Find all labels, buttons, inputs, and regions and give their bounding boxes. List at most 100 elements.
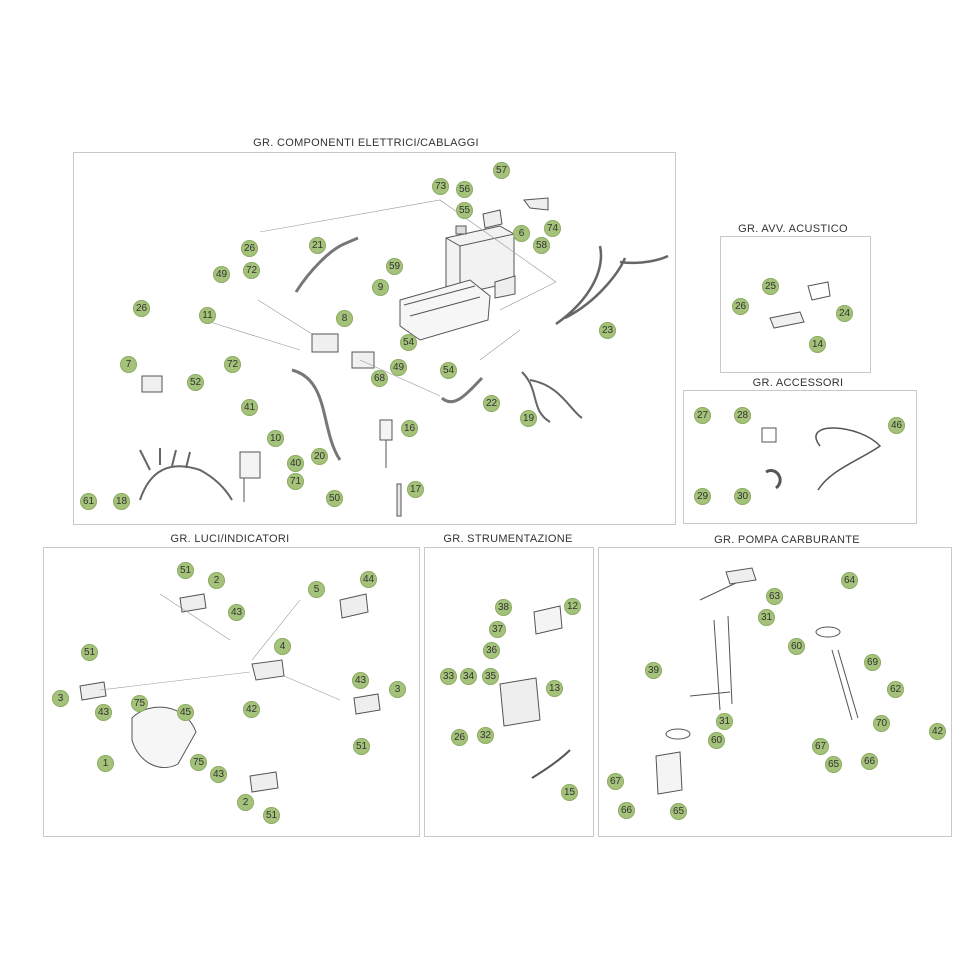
ref-badge[interactable]: 36 — [483, 642, 500, 659]
ref-badge[interactable]: 68 — [371, 370, 388, 387]
ref-badge[interactable]: 55 — [456, 202, 473, 219]
ref-badge[interactable]: 72 — [243, 262, 260, 279]
ref-badge[interactable]: 57 — [493, 162, 510, 179]
ref-badge[interactable]: 14 — [809, 336, 826, 353]
ref-badge[interactable]: 1 — [97, 755, 114, 772]
ref-badge[interactable]: 67 — [812, 738, 829, 755]
ref-badge[interactable]: 59 — [386, 258, 403, 275]
ref-badge[interactable]: 60 — [708, 732, 725, 749]
ref-badge[interactable]: 71 — [287, 473, 304, 490]
ref-badge[interactable]: 26 — [133, 300, 150, 317]
ref-badge[interactable]: 52 — [187, 374, 204, 391]
ref-badge[interactable]: 65 — [825, 756, 842, 773]
ref-badge[interactable]: 18 — [113, 493, 130, 510]
ref-badge[interactable]: 51 — [177, 562, 194, 579]
ref-badge[interactable]: 4 — [274, 638, 291, 655]
ref-badge[interactable]: 39 — [645, 662, 662, 679]
ref-badge[interactable]: 51 — [81, 644, 98, 661]
ref-badge[interactable]: 3 — [389, 681, 406, 698]
pump-plate-63 — [725, 567, 757, 585]
ref-badge[interactable]: 43 — [95, 704, 112, 721]
ref-badge[interactable]: 66 — [861, 753, 878, 770]
ref-badge[interactable]: 49 — [390, 359, 407, 376]
ref-badge[interactable]: 43 — [352, 672, 369, 689]
indicator-3-left — [79, 681, 107, 701]
ref-badge[interactable]: 23 — [599, 322, 616, 339]
ref-badge[interactable]: 17 — [407, 481, 424, 498]
ref-badge[interactable]: 26 — [241, 240, 258, 257]
ref-badge[interactable]: 45 — [177, 704, 194, 721]
ref-badge[interactable]: 9 — [372, 279, 389, 296]
ref-badge[interactable]: 24 — [836, 305, 853, 322]
ref-badge[interactable]: 51 — [263, 807, 280, 824]
ref-badge[interactable]: 70 — [873, 715, 890, 732]
ref-badge[interactable]: 49 — [213, 266, 230, 283]
ref-badge[interactable]: 38 — [495, 599, 512, 616]
cup-bottom — [655, 751, 683, 795]
ref-badge[interactable]: 37 — [489, 621, 506, 638]
ref-badge[interactable]: 40 — [287, 455, 304, 472]
ref-badge[interactable]: 2 — [208, 572, 225, 589]
ref-badge[interactable]: 10 — [267, 430, 284, 447]
ref-badge[interactable]: 12 — [564, 598, 581, 615]
ref-badge[interactable]: 62 — [887, 681, 904, 698]
ref-badge[interactable]: 54 — [400, 334, 417, 351]
ref-badge[interactable]: 7 — [120, 356, 137, 373]
ref-badge[interactable]: 5 — [308, 581, 325, 598]
ref-badge[interactable]: 54 — [440, 362, 457, 379]
ref-badge[interactable]: 67 — [607, 773, 624, 790]
ref-badge[interactable]: 3 — [52, 690, 69, 707]
ref-badge[interactable]: 72 — [224, 356, 241, 373]
bracket-13 — [499, 677, 541, 727]
ref-badge[interactable]: 31 — [758, 609, 775, 626]
ref-badge[interactable]: 22 — [483, 395, 500, 412]
ref-badge[interactable]: 63 — [766, 588, 783, 605]
ref-badge[interactable]: 65 — [670, 803, 687, 820]
ref-badge[interactable]: 34 — [460, 668, 477, 685]
ref-badge[interactable]: 31 — [716, 713, 733, 730]
ref-badge[interactable]: 26 — [732, 298, 749, 315]
ref-badge[interactable]: 56 — [456, 181, 473, 198]
ref-badge[interactable]: 66 — [618, 802, 635, 819]
ref-badge[interactable]: 29 — [694, 488, 711, 505]
ref-badge[interactable]: 16 — [401, 420, 418, 437]
ref-badge[interactable]: 25 — [762, 278, 779, 295]
ref-badge[interactable]: 27 — [694, 407, 711, 424]
ref-badge[interactable]: 58 — [533, 237, 550, 254]
ref-badge[interactable]: 75 — [131, 695, 148, 712]
ref-badge[interactable]: 20 — [311, 448, 328, 465]
ref-badge[interactable]: 51 — [353, 738, 370, 755]
ref-badge[interactable]: 42 — [929, 723, 946, 740]
ref-badge[interactable]: 50 — [326, 490, 343, 507]
ref-badge[interactable]: 28 — [734, 407, 751, 424]
ref-badge[interactable]: 30 — [734, 488, 751, 505]
ref-badge[interactable]: 2 — [237, 794, 254, 811]
ref-badge[interactable]: 32 — [477, 727, 494, 744]
ref-badge[interactable]: 11 — [199, 307, 216, 324]
ref-badge[interactable]: 61 — [80, 493, 97, 510]
ref-badge[interactable]: 33 — [440, 668, 457, 685]
ref-badge[interactable]: 43 — [210, 766, 227, 783]
ref-badge[interactable]: 8 — [336, 310, 353, 327]
ref-badge[interactable]: 74 — [544, 220, 561, 237]
ref-badge[interactable]: 43 — [228, 604, 245, 621]
ref-badge[interactable]: 69 — [864, 654, 881, 671]
ref-badge[interactable]: 64 — [841, 572, 858, 589]
ref-badge[interactable]: 44 — [360, 571, 377, 588]
ref-badge[interactable]: 6 — [513, 225, 530, 242]
ref-badge[interactable]: 42 — [243, 701, 260, 718]
ref-badge[interactable]: 15 — [561, 784, 578, 801]
ref-badge[interactable]: 19 — [520, 410, 537, 427]
ref-badge[interactable]: 13 — [546, 680, 563, 697]
ref-badge[interactable]: 75 — [190, 754, 207, 771]
ref-badge[interactable]: 26 — [451, 729, 468, 746]
ref-badge[interactable]: 41 — [241, 399, 258, 416]
ref-badge[interactable]: 60 — [788, 638, 805, 655]
ref-badge[interactable]: 35 — [482, 668, 499, 685]
ref-badge[interactable]: 46 — [888, 417, 905, 434]
ref-badge[interactable]: 21 — [309, 237, 326, 254]
title-accessories: GR. ACCESSORI — [752, 377, 844, 389]
ref-badge[interactable]: 73 — [432, 178, 449, 195]
cable-21 — [294, 236, 359, 293]
